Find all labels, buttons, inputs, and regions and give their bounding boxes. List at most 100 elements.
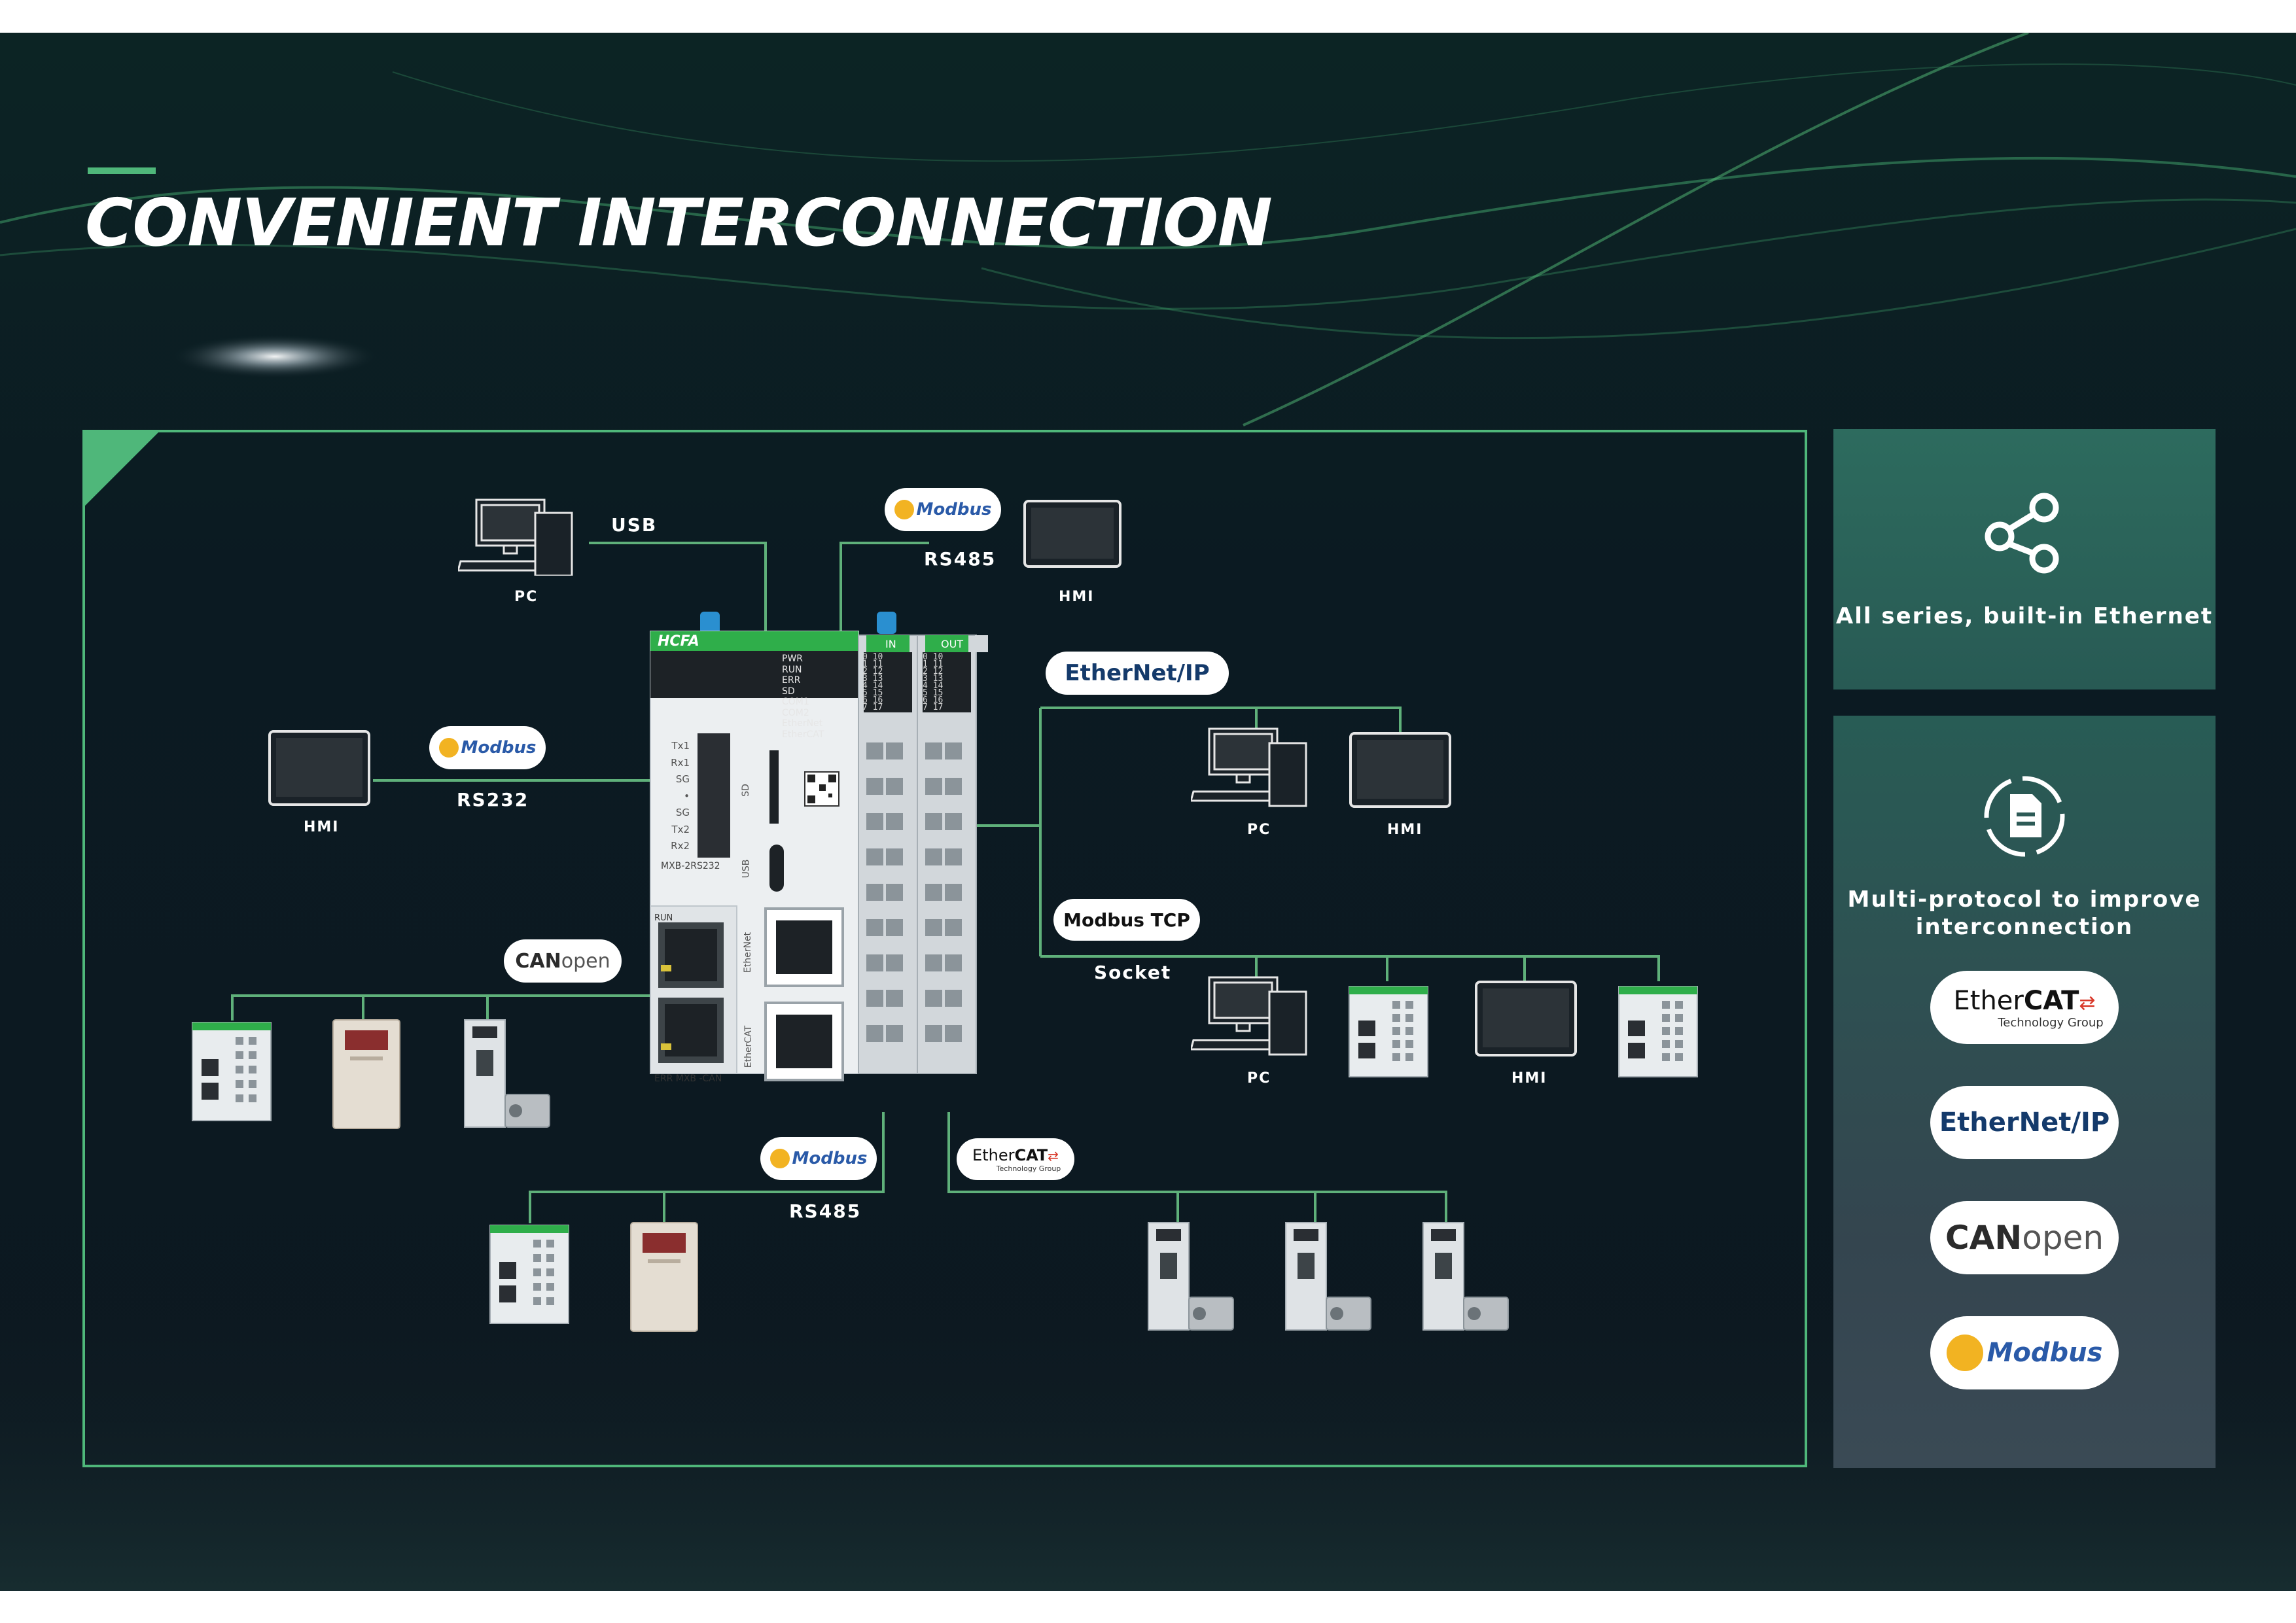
protocol-label: Modbus — [916, 500, 992, 519]
protocol-label: Ether — [972, 1145, 1015, 1164]
ethercat-badge: EtherCAT⇄ Technology Group — [957, 1138, 1074, 1180]
protocol-label: Modbus — [461, 738, 537, 758]
servo-drive-icon — [1285, 1222, 1371, 1331]
out-io-rows: 0 10 1 11 2 12 3 13 4 14 5 15 6 16 7 17 — [923, 652, 944, 712]
pc-label: PC — [514, 589, 539, 605]
io-row: 1 11 — [862, 659, 883, 669]
led-label: COM2 — [782, 707, 809, 718]
io-row: 1 11 — [923, 659, 944, 669]
title-accent-bar — [88, 167, 156, 174]
protocol-label: CAT — [2023, 985, 2079, 1016]
usb-label: USB — [611, 514, 658, 536]
modbus-logo-icon — [438, 738, 459, 758]
pin-label: Rx1 — [671, 756, 690, 769]
pin-label: Rx2 — [671, 840, 690, 852]
feature-text-line: interconnection — [1915, 914, 2134, 940]
protocol-label: Ether — [1939, 1108, 2019, 1138]
module-232-label: MXB-2RS232 — [661, 861, 720, 871]
in-module-label: IN — [885, 638, 896, 650]
led-label: PWR — [782, 654, 804, 664]
io-row: 4 14 — [862, 681, 883, 691]
servo-drive-icon — [1148, 1222, 1234, 1331]
io-row: 5 15 — [862, 688, 883, 698]
io-row: 6 16 — [923, 695, 944, 705]
hmi-label: HMI — [304, 819, 340, 835]
feature-text-line: Multi-protocol to improve — [1847, 886, 2202, 913]
hmi-icon — [1475, 981, 1577, 1056]
mini-plc-icon — [192, 1022, 272, 1121]
pc-label: PC — [1247, 822, 1271, 838]
protocol-label: CAN — [1945, 1219, 2022, 1257]
ethernet-port-label: EtherNet — [743, 932, 754, 973]
rs485-label: RS485 — [924, 548, 997, 570]
modbus-tcp-badge: Modbus TCP — [1053, 899, 1200, 941]
modbus-badge: Modbus — [885, 488, 1001, 531]
controller-brand: HCFA — [658, 633, 699, 650]
protocol-label: Modbus — [1987, 1338, 2103, 1368]
protocol-sublabel: Technology Group — [1998, 1015, 2104, 1030]
feature-text: Multi-protocol to improve interconnectio… — [1833, 886, 2216, 941]
io-row: 2 12 — [923, 667, 944, 676]
io-row: 7 17 — [862, 703, 883, 712]
diagram-frame — [82, 430, 1807, 1467]
mini-plc-icon — [489, 1225, 569, 1324]
inverter-icon — [332, 1019, 400, 1129]
io-row: 5 15 — [923, 688, 944, 698]
protocol-label: Ether — [1953, 985, 2024, 1016]
pin-label: SG — [675, 807, 690, 818]
frame-corner-accent — [82, 430, 161, 508]
usb-port-label: USB — [741, 859, 752, 879]
io-row: 7 17 — [923, 703, 944, 712]
modbus-badge: Modbus — [429, 726, 546, 769]
io-row: 0 10 — [923, 652, 944, 662]
protocol-label: CAT — [1014, 1145, 1048, 1164]
pc-icon — [1191, 976, 1307, 1056]
ethercat-badge: EtherCAT⇄ Technology Group — [1930, 971, 2119, 1044]
ethernet-ip-badge: Ether Net/IP — [1046, 652, 1229, 695]
feature-panel-ethernet — [1833, 429, 2216, 689]
hmi-label: HMI — [1511, 1070, 1547, 1087]
led-label: SD — [782, 686, 795, 697]
io-row: 0 10 — [862, 652, 883, 662]
io-row: 4 14 — [923, 681, 944, 691]
modbus-badge: Modbus — [760, 1137, 877, 1180]
protocol-label: open — [561, 949, 610, 973]
out-module-label: OUT — [941, 638, 964, 650]
rs232-label: RS232 — [457, 789, 529, 811]
protocol-label: open — [2022, 1219, 2104, 1257]
hmi-label: HMI — [1059, 589, 1095, 605]
modbus-logo-icon — [894, 500, 914, 519]
hmi-label: HMI — [1387, 822, 1423, 838]
protocol-label: Net/IP — [1132, 660, 1210, 686]
led-label: ERR — [782, 675, 801, 686]
mini-plc-icon — [1618, 986, 1698, 1077]
io-row: 3 13 — [862, 674, 883, 684]
page-title: CONVENIENT INTERCONNECTION — [85, 184, 1273, 261]
led-label: RUN — [782, 664, 802, 675]
pc-icon — [458, 498, 573, 576]
io-row: 6 16 — [862, 695, 883, 705]
pin-label: SG — [675, 773, 690, 785]
io-row: 2 12 — [862, 667, 883, 676]
mini-plc-icon — [1349, 986, 1428, 1077]
protocol-label: Net/IP — [2019, 1108, 2110, 1138]
ethercat-arrow-icon: ⇄ — [2079, 991, 2096, 1015]
protocol-sublabel: Technology Group — [996, 1164, 1061, 1173]
socket-label: Socket — [1094, 962, 1172, 983]
hmi-icon — [1349, 732, 1451, 808]
led-label: EtherCAT — [782, 729, 824, 740]
pc-icon — [1191, 727, 1307, 807]
feature-text: All series, built-in Ethernet — [1835, 603, 2214, 629]
module-can-label: ERR MXB -CAN — [654, 1073, 722, 1084]
document-protocol-icon — [1984, 776, 2065, 857]
plc-controller — [650, 612, 988, 1081]
modbus-logo-icon — [769, 1149, 790, 1168]
led-label: EtherNet — [782, 718, 823, 729]
servo-drive-icon — [464, 1019, 550, 1128]
pc-label: PC — [1247, 1070, 1271, 1087]
modbus-badge: Modbus — [1930, 1316, 2119, 1389]
controller-led-list: PWR RUN ERR SD COM1 COM2 EtherNet EtherC… — [782, 654, 824, 740]
